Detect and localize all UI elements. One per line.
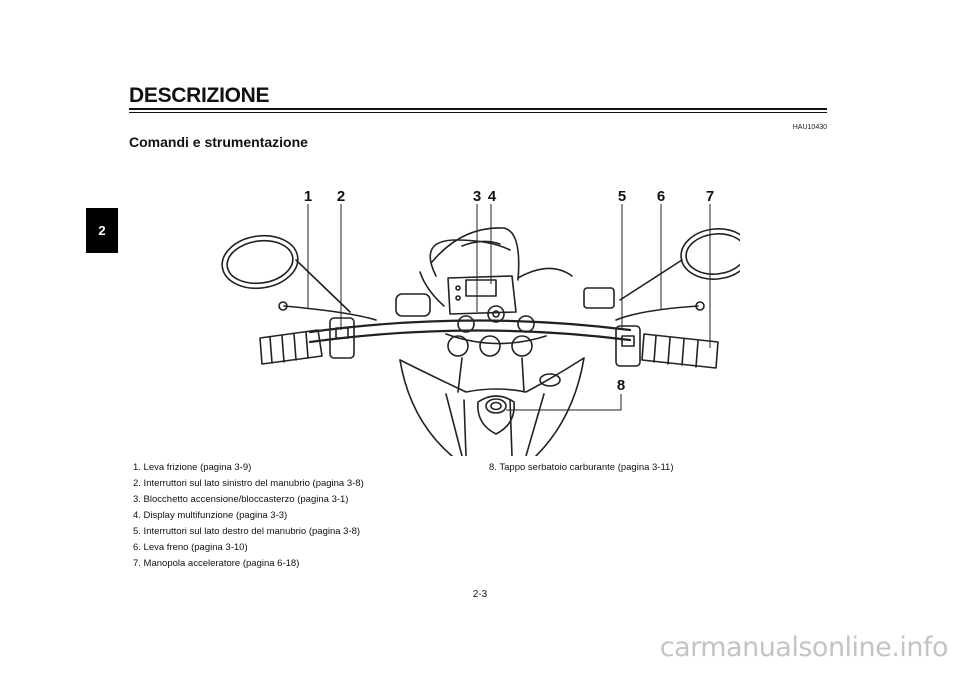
legend-list-right: 8. Tappo serbatoio carburante (pagina 3-…	[489, 460, 674, 476]
chapter-tab: 2	[86, 208, 118, 253]
fuel-cap-illustration	[477, 395, 515, 435]
ignition-switch-illustration	[457, 305, 535, 333]
doc-code: HAU10430	[792, 124, 827, 131]
legend-item: 4. Display multifunzione (pagina 3-3)	[133, 510, 288, 521]
page-number: 2-3	[472, 589, 488, 600]
master-cylinder	[583, 287, 615, 309]
headlight-cowl	[431, 227, 520, 281]
header-rule-thin	[129, 112, 827, 113]
brake-lever	[615, 305, 699, 321]
callout-3: 3	[473, 188, 481, 205]
callout-8: 8	[617, 377, 625, 394]
clutch-lever	[283, 305, 377, 321]
subtitle: Comandi e strumentazione	[129, 134, 308, 150]
right-grip-illustration	[615, 325, 719, 369]
fuel-tank-illustration	[399, 357, 585, 456]
callout-5: 5	[618, 188, 626, 205]
watermark: carmanualsonline.info	[659, 632, 949, 663]
legend-item: 6. Leva freno (pagina 3-10)	[133, 542, 248, 553]
legend-item: 3. Blocchetto accensione/bloccasterzo (p…	[133, 494, 349, 505]
callout-2: 2	[337, 188, 345, 205]
right-mirror-illustration	[619, 228, 740, 301]
callout-1: 1	[304, 188, 312, 205]
left-switch-housing	[395, 293, 431, 317]
section-title: DESCRIZIONE	[129, 84, 270, 107]
handlebar-illustration: 1 2 3 4 5 6 7 8	[221, 188, 740, 456]
legend-item: 5. Interruttori sul lato destro del manu…	[133, 526, 361, 537]
leader-line-8	[506, 394, 622, 411]
callout-6: 6	[657, 188, 665, 205]
left-mirror-illustration	[221, 234, 351, 313]
callout-7: 7	[706, 188, 714, 205]
legend-item: 2. Interruttori sul lato sinistro del ma…	[133, 478, 364, 489]
header-rule-thick	[129, 108, 827, 110]
callout-4: 4	[488, 188, 497, 205]
multifunction-display-illustration	[447, 275, 517, 315]
legend-list-left: 1. Leva frizione (pagina 3-9) 2. Interru…	[133, 460, 364, 572]
left-grip-illustration	[259, 317, 355, 365]
legend-item: 1. Leva frizione (pagina 3-9)	[133, 462, 252, 473]
legend-item: 8. Tappo serbatoio carburante (pagina 3-…	[489, 462, 674, 473]
legend-item: 7. Manopola acceleratore (pagina 6-18)	[133, 558, 300, 569]
